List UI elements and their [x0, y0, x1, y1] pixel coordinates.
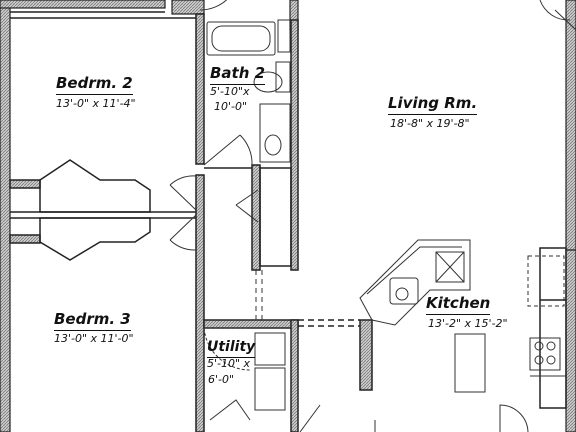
utility-label: Utility	[207, 339, 256, 358]
bedroom2-name: Bedrm. 2	[56, 74, 133, 95]
utility-dims-1: 5'-10" x	[207, 357, 251, 370]
utility-dims-2: 6'-0"	[208, 373, 235, 386]
bedroom2-dims: 13'-0" x 11'-4"	[56, 97, 136, 110]
bath2-dims-1: 5'-10"x	[210, 85, 250, 98]
bath-fixtures	[206, 19, 291, 163]
openings	[255, 270, 263, 320]
kitchen-dims: 13'-2" x 15'-2"	[428, 317, 508, 330]
kitchen-label: Kitchen	[426, 294, 491, 315]
bedroom2-label: Bedrm. 2	[56, 74, 133, 95]
living-name: Living Rm.	[388, 94, 478, 115]
bedroom3-label: Bedrm. 3	[54, 310, 131, 331]
living-label: Living Rm.	[388, 94, 478, 115]
doors	[169, 0, 576, 432]
living-dims: 18'-8" x 19'-8"	[390, 117, 470, 130]
bath2-name: Bath 2	[210, 64, 266, 85]
bath2-dims-2: 10'-0"	[214, 100, 248, 113]
utility-name: Utility	[207, 339, 256, 358]
kitchen-fixtures	[254, 239, 566, 411]
bath2-label: Bath 2	[210, 64, 266, 85]
interior-walls	[9, 11, 567, 432]
bedroom3-name: Bedrm. 3	[54, 310, 131, 331]
bedroom3-dims: 13'-0" x 11'-0"	[54, 332, 134, 345]
kitchen-name: Kitchen	[426, 294, 491, 315]
